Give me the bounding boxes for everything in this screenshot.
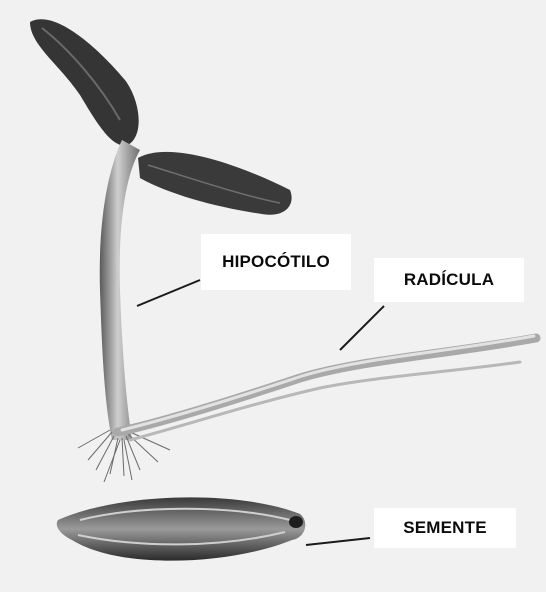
seed-label: SEMENTE — [374, 508, 516, 548]
hypocotyl-stem — [100, 140, 140, 440]
cotyledon-left — [30, 19, 139, 145]
cotyledon-right — [138, 152, 292, 215]
radicle-root — [118, 338, 536, 432]
hypocotyl-label: HIPOCÓTILO — [201, 234, 351, 290]
hypocotyl-leader-line — [137, 280, 200, 306]
seed-shape — [57, 497, 306, 560]
radicle-label: RADÍCULA — [374, 258, 524, 302]
seed-leader-line — [306, 538, 370, 545]
radicle-leader-line — [340, 306, 384, 350]
